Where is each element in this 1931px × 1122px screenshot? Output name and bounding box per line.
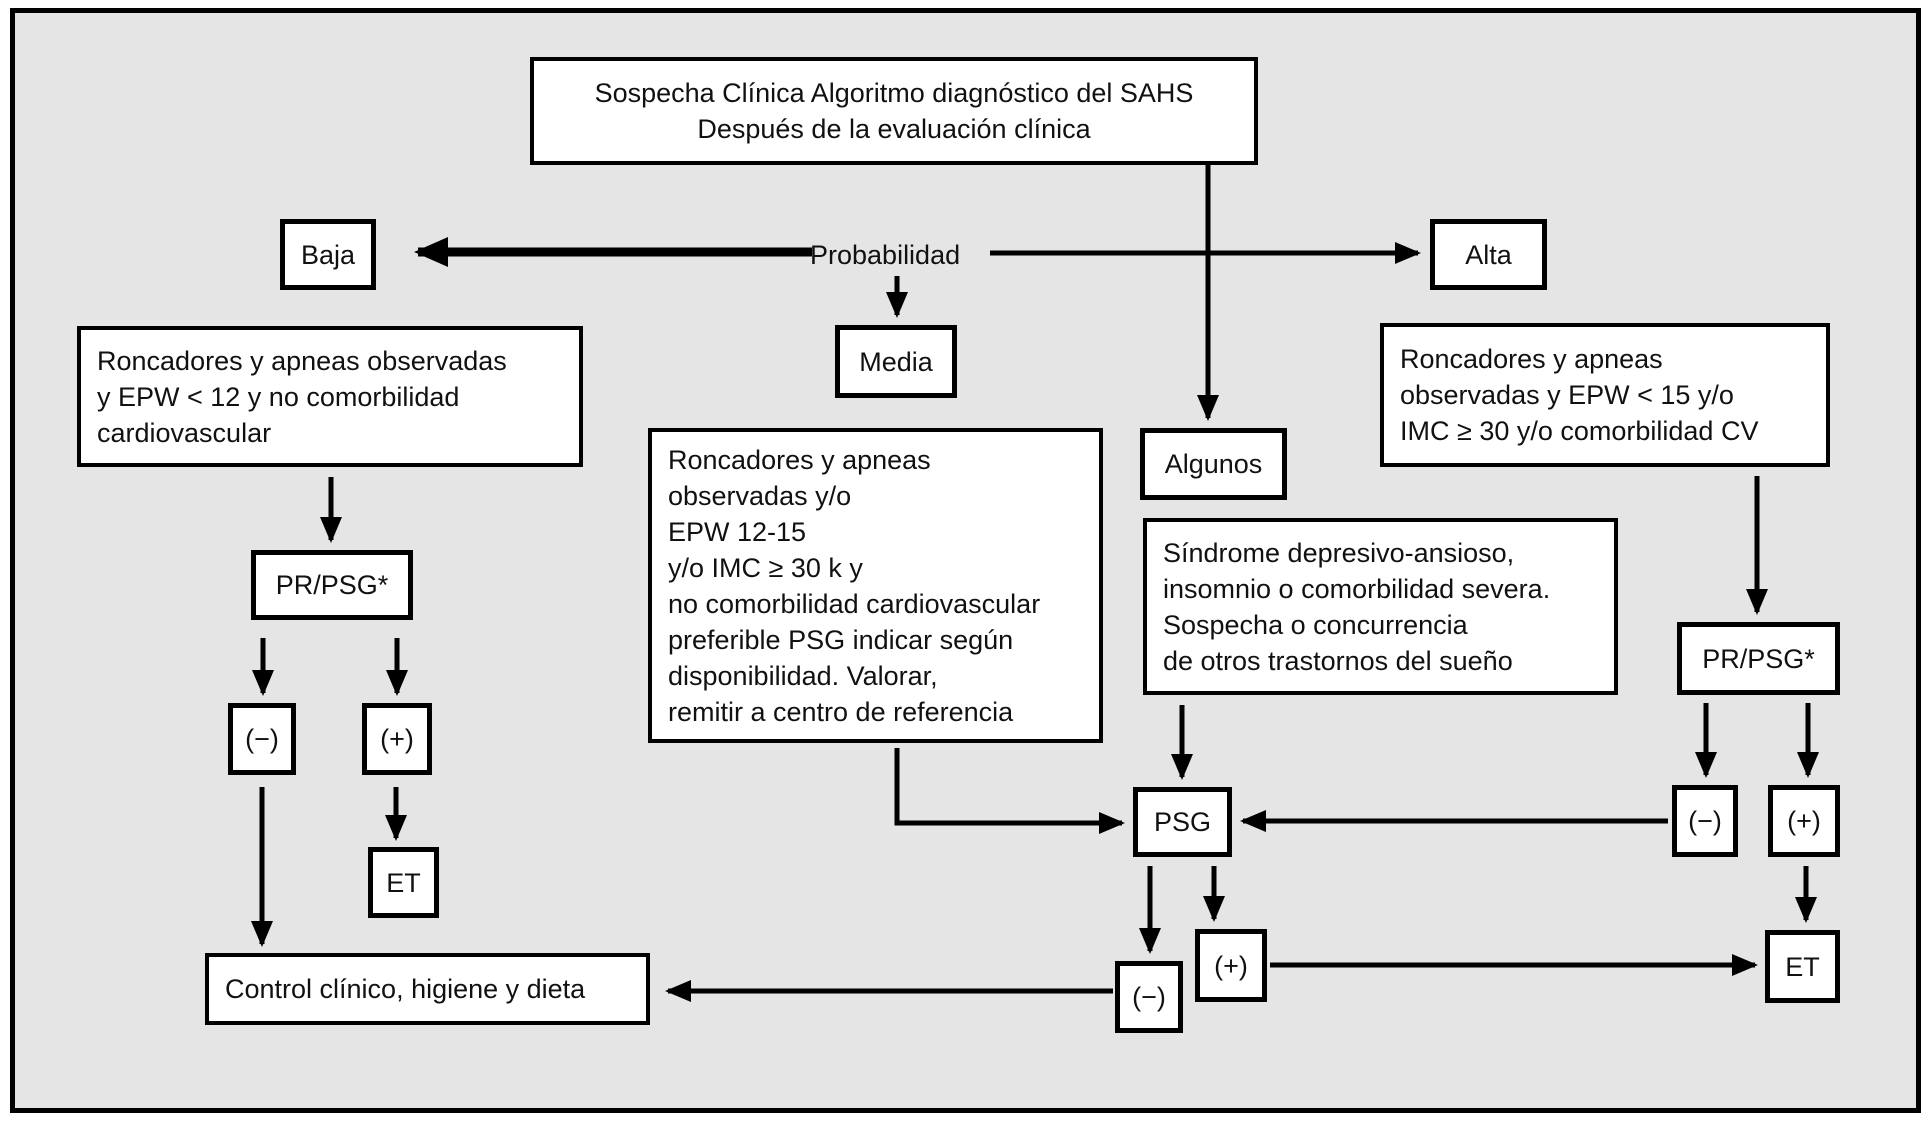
- prpsg-left-box: PR/PSG*: [251, 550, 413, 620]
- et-left-box: ET: [368, 847, 439, 918]
- arrow-mediacriteria-to-psg: [894, 748, 1125, 834]
- title-box: Sospecha Clínica Algoritmo diagnóstico d…: [530, 57, 1258, 165]
- et-right-box: ET: [1765, 930, 1840, 1003]
- alta-criteria-box: Roncadores y apneas observadas y EPW < 1…: [1380, 323, 1830, 467]
- alta-box: Alta: [1430, 219, 1547, 290]
- sindrome-criteria-box: Síndrome depresivo-ansioso, insomnio o c…: [1143, 518, 1618, 695]
- control-box: Control clínico, higiene y dieta: [205, 953, 650, 1025]
- positive-mid-box: (+): [1195, 929, 1267, 1002]
- probabilidad-label: Probabilidad: [810, 240, 961, 270]
- negative-mid-box: (−): [1115, 961, 1183, 1033]
- media-criteria-box: Roncadores y apneas observadas y/o EPW 1…: [648, 428, 1103, 743]
- positive-left-box: (+): [362, 703, 432, 775]
- algunos-box: Algunos: [1140, 428, 1287, 500]
- positive-right-box: (+): [1768, 785, 1840, 857]
- psg-box: PSG: [1133, 787, 1232, 857]
- negative-right-box: (−): [1672, 785, 1738, 857]
- prpsg-right-box: PR/PSG*: [1677, 622, 1840, 695]
- media-box: Media: [835, 325, 957, 398]
- baja-criteria-box: Roncadores y apneas observadas y EPW < 1…: [77, 326, 583, 467]
- baja-box: Baja: [280, 219, 376, 290]
- negative-left-box: (−): [228, 703, 296, 775]
